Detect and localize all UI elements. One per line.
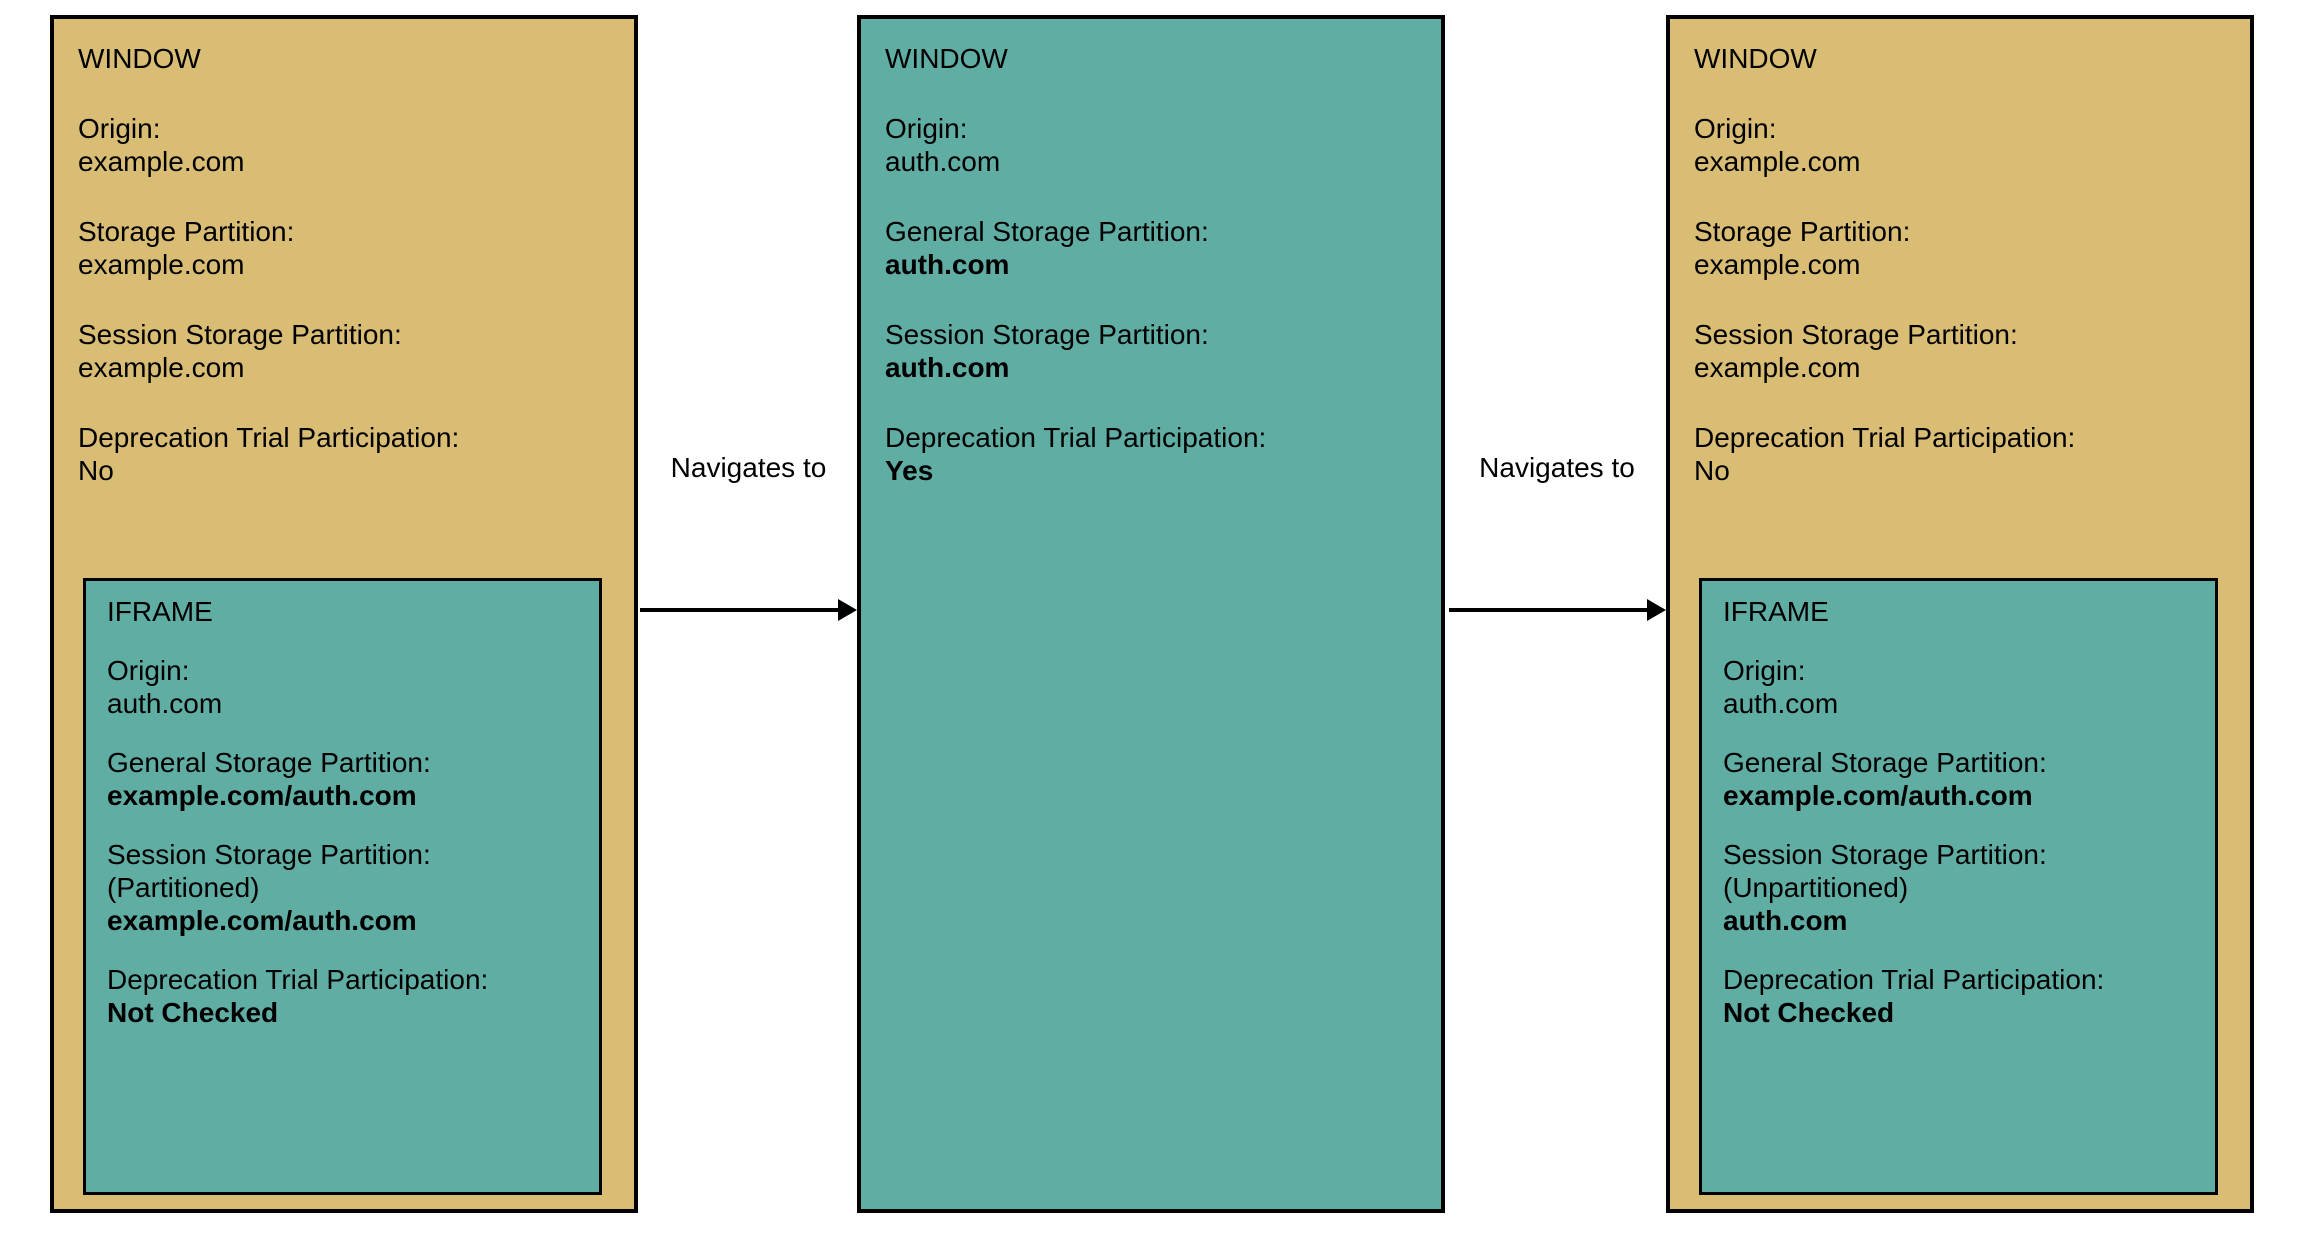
- field-label: Origin:: [885, 113, 968, 144]
- field-value: auth.com: [107, 688, 223, 719]
- field-label: Deprecation Trial Participation:: [1723, 964, 2105, 995]
- field-origin: Origin: example.com: [78, 112, 614, 178]
- field-label: Deprecation Trial Participation:: [885, 422, 1267, 453]
- field-origin: Origin: auth.com: [107, 654, 583, 720]
- field-value: example.com: [78, 352, 245, 383]
- field-deprecation-trial: Deprecation Trial Participation: Yes: [885, 421, 1421, 487]
- iframe-box-right: IFRAME Origin: auth.com General Storage …: [1699, 578, 2218, 1195]
- field-value: example.com: [1694, 146, 1861, 177]
- field-label: Storage Partition:: [1694, 216, 1911, 247]
- field-value: auth.com: [885, 352, 1010, 383]
- field-general-storage-partition: General Storage Partition: example.com/a…: [107, 746, 583, 812]
- field-label: General Storage Partition:: [1723, 747, 2047, 778]
- field-session-storage-partition: Session Storage Partition: (Partitioned)…: [107, 838, 583, 937]
- iframe-box-left: IFRAME Origin: auth.com General Storage …: [83, 578, 602, 1195]
- field-value: example.com: [1694, 352, 1861, 383]
- field-label: Origin:: [1723, 655, 1806, 686]
- field-label: Origin:: [78, 113, 161, 144]
- field-storage-partition: Storage Partition: example.com: [78, 215, 614, 281]
- field-deprecation-trial: Deprecation Trial Participation: Not Che…: [107, 963, 583, 1029]
- iframe-title: IFRAME: [107, 596, 213, 627]
- arrow-1-line: [640, 608, 840, 612]
- window-title: WINDOW: [885, 43, 1008, 74]
- arrow-2-line: [1449, 608, 1649, 612]
- field-deprecation-trial: Deprecation Trial Participation: No: [78, 421, 614, 487]
- field-value: Not Checked: [1723, 997, 1895, 1028]
- field-value: auth.com: [1723, 688, 1839, 719]
- field-label: Session Storage Partition:: [1694, 319, 2018, 350]
- field-label: Session Storage Partition:: [107, 839, 431, 870]
- field-value: auth.com: [885, 249, 1010, 280]
- field-label: General Storage Partition:: [107, 747, 431, 778]
- window-title: WINDOW: [1694, 43, 1817, 74]
- field-value: No: [78, 455, 114, 486]
- field-label: Session Storage Partition:: [885, 319, 1209, 350]
- field-value: auth.com: [1723, 905, 1848, 936]
- field-storage-partition: Storage Partition: example.com: [1694, 215, 2230, 281]
- field-session-storage-partition: Session Storage Partition: auth.com: [885, 318, 1421, 384]
- field-value: example.com: [78, 249, 245, 280]
- field-label: Deprecation Trial Participation:: [107, 964, 489, 995]
- field-session-storage-partition: Session Storage Partition: example.com: [1694, 318, 2230, 384]
- field-session-storage-partition: Session Storage Partition: example.com: [78, 318, 614, 384]
- field-label: Storage Partition:: [78, 216, 295, 247]
- window-box-middle: WINDOW Origin: auth.com General Storage …: [857, 15, 1445, 1213]
- field-value: auth.com: [885, 146, 1001, 177]
- navigates-to-label-2: Navigates to: [1479, 452, 1635, 483]
- arrow-2-head-icon: [1647, 599, 1666, 621]
- field-value: example.com: [78, 146, 245, 177]
- field-note: (Partitioned): [107, 872, 260, 903]
- arrow-1-head-icon: [838, 599, 857, 621]
- field-value: Yes: [885, 455, 934, 486]
- field-deprecation-trial: Deprecation Trial Participation: Not Che…: [1723, 963, 2199, 1029]
- field-label: Session Storage Partition:: [78, 319, 402, 350]
- field-label: Origin:: [1694, 113, 1777, 144]
- field-value: example.com/auth.com: [107, 905, 417, 936]
- field-origin: Origin: auth.com: [885, 112, 1421, 178]
- field-value: example.com: [1694, 249, 1861, 280]
- field-session-storage-partition: Session Storage Partition: (Unpartitione…: [1723, 838, 2199, 937]
- iframe-title: IFRAME: [1723, 596, 1829, 627]
- field-general-storage-partition: General Storage Partition: example.com/a…: [1723, 746, 2199, 812]
- field-label: Origin:: [107, 655, 190, 686]
- window-box-right: WINDOW Origin: example.com Storage Parti…: [1666, 15, 2254, 1213]
- field-label: Session Storage Partition:: [1723, 839, 2047, 870]
- field-origin: Origin: example.com: [1694, 112, 2230, 178]
- field-value: No: [1694, 455, 1730, 486]
- field-label: Deprecation Trial Participation:: [78, 422, 460, 453]
- window-title: WINDOW: [78, 43, 201, 74]
- field-label: General Storage Partition:: [885, 216, 1209, 247]
- field-value: example.com/auth.com: [1723, 780, 2033, 811]
- field-general-storage-partition: General Storage Partition: auth.com: [885, 215, 1421, 281]
- field-label: Deprecation Trial Participation:: [1694, 422, 2076, 453]
- navigates-to-label-1: Navigates to: [670, 452, 827, 483]
- field-note: (Unpartitioned): [1723, 872, 1909, 903]
- field-deprecation-trial: Deprecation Trial Participation: No: [1694, 421, 2230, 487]
- field-value: example.com/auth.com: [107, 780, 417, 811]
- field-origin: Origin: auth.com: [1723, 654, 2199, 720]
- field-value: Not Checked: [107, 997, 279, 1028]
- window-box-left: WINDOW Origin: example.com Storage Parti…: [50, 15, 638, 1213]
